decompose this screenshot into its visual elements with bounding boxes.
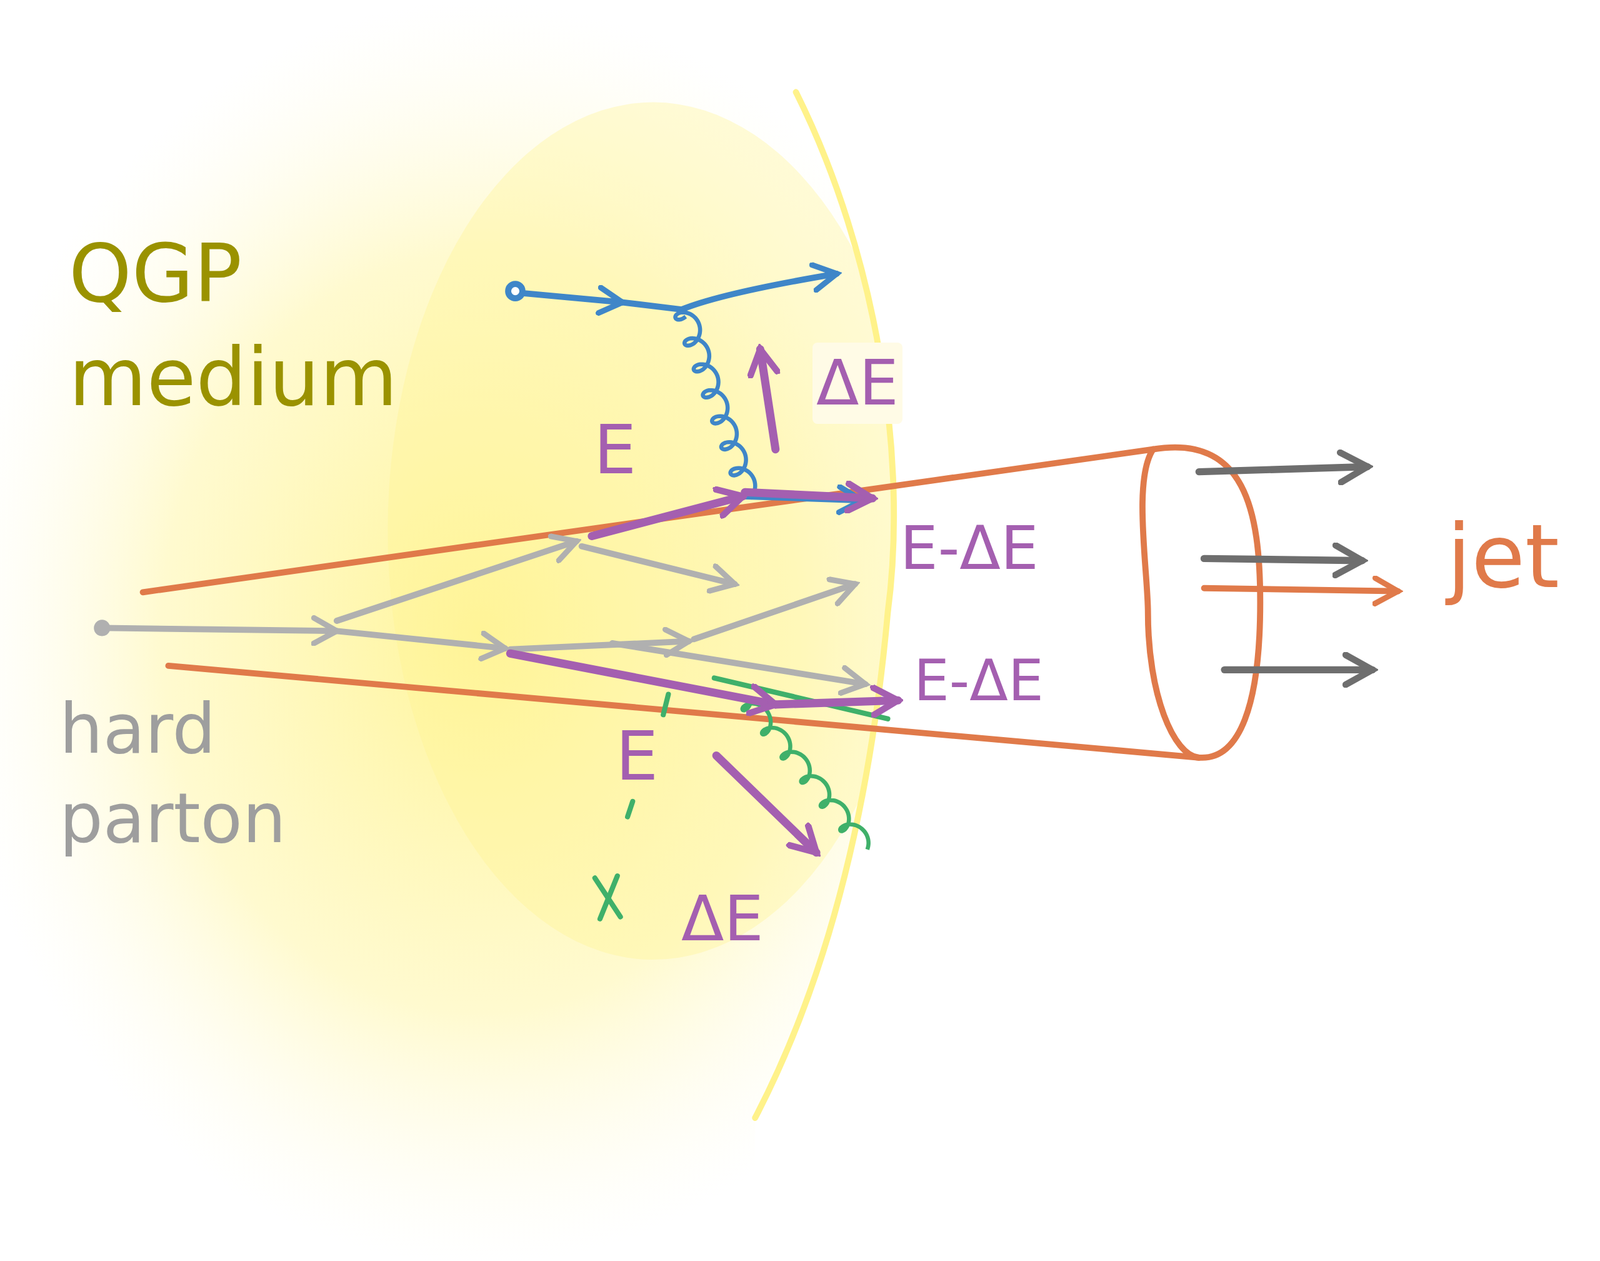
medium-name: QGP medium	[68, 221, 419, 430]
energy: E	[615, 712, 659, 800]
jet-axis-arrow	[1204, 588, 1399, 592]
jet-particles	[1198, 466, 1373, 670]
medium-boundary	[755, 91, 894, 1118]
jet-cone	[143, 447, 1261, 758]
parton-shower	[93, 541, 865, 685]
qgp-glow	[0, 0, 1010, 1261]
parton-name: hard parton	[59, 684, 354, 864]
jet-name: jet	[1446, 500, 1560, 614]
energy: E	[593, 406, 637, 494]
remaining-energy: E-ΔE	[913, 643, 1044, 717]
radiated-gluon	[742, 703, 869, 849]
remaining-energy: E-ΔE	[900, 509, 1039, 588]
energy-arrows	[510, 349, 898, 853]
energy-loss: ΔE	[681, 878, 764, 960]
medium-parton	[508, 273, 863, 500]
exchanged-gluon	[675, 312, 755, 499]
energy-loss: ΔE	[812, 342, 903, 424]
